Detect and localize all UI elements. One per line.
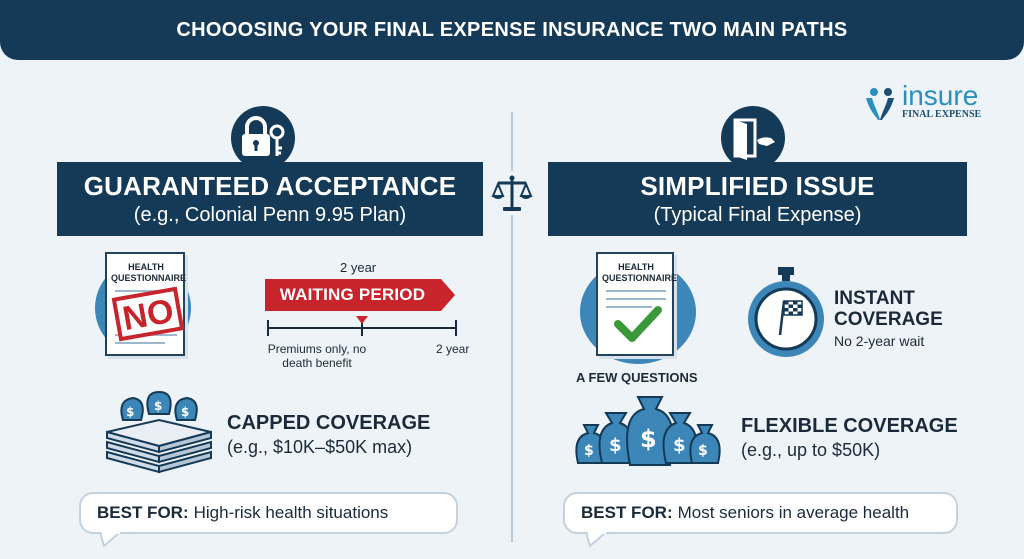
cash-stack-bags-icon: $ $ $ [106,390,212,474]
guaranteed-acceptance-header: GUARANTEED ACCEPTANCE (e.g., Colonial Pe… [57,162,483,236]
wait-period-duration: 2 year [340,260,377,275]
logo-wordmark: insure [902,80,979,111]
open-door-badge [721,106,785,170]
callout-tail [100,532,122,548]
capped-coverage-title: CAPPED COVERAGE [227,412,431,434]
instant-coverage-note: No 2-year wait [834,333,925,349]
svg-text:$: $ [673,435,686,456]
best-for-text: High-risk health situations [193,503,389,522]
right-title: SIMPLIFIED ISSUE [640,171,875,201]
waiting-period-timeline [267,316,457,336]
svg-text:$: $ [584,443,594,459]
svg-text:$: $ [698,443,708,459]
svg-text:$: $ [181,405,189,419]
questionnaire-title: HEALTH QUESTIONNAIRE [602,262,678,283]
questionnaire-title: HEALTH QUESTIONNAIRE [111,262,187,283]
page-title: CHOOOSING YOUR FINAL EXPENSE INSURANCE T… [176,18,848,41]
insure-logo: insure FINAL EXPENSE [862,80,1002,128]
page-title-banner: CHOOOSING YOUR FINAL EXPENSE INSURANCE T… [0,0,1024,60]
doc-line [606,306,652,308]
left-title: GUARANTEED ACCEPTANCE [83,171,457,201]
people-logo-icon [866,88,894,120]
money-bags-icon: $ $ $ $ $ [575,396,721,466]
timeline-end-label: 2 year [436,342,470,356]
questionnaire-caption: A FEW QUESTIONS [576,370,698,385]
svg-text:$: $ [640,425,657,453]
waiting-period-label: WAITING PERIOD [279,285,426,304]
right-health-questionnaire: HEALTH QUESTIONNAIRE [576,252,700,364]
right-best-for-callout: BEST FOR: Most seniors in average health [563,492,958,534]
callout-tail [586,532,608,548]
doc-line [606,298,666,300]
flexible-coverage-range: (e.g., up to $50K) [741,440,881,460]
best-for-label: BEST FOR: [581,503,673,522]
doc-line [606,290,666,292]
center-divider [511,112,513,542]
instant-title-line1: INSTANT [834,288,915,309]
left-subtitle: (e.g., Colonial Penn 9.95 Plan) [133,204,407,226]
instant-coverage-title: INSTANT COVERAGE [834,288,943,330]
open-door-hand-icon [733,118,775,160]
best-for-text: Most seniors in average health [677,503,910,522]
logo-subtitle: FINAL EXPENSE [902,109,982,120]
right-subtitle: (Typical Final Expense) [653,204,862,226]
waiting-period-banner [265,279,455,311]
doc-line [115,342,165,344]
balance-scale-icon [490,171,534,215]
padlock-key-icon [242,116,285,156]
timeline-start-label: Premiums only, no death benefit [267,342,367,370]
best-for-label: BEST FOR: [97,503,189,522]
stopwatch-flag-icon [748,267,824,357]
svg-text:$: $ [154,399,162,413]
capped-coverage-range: (e.g., $10K–$50K max) [227,437,413,457]
flexible-coverage-title: FLEXIBLE COVERAGE [741,415,958,437]
left-best-for-callout: BEST FOR: High-risk health situations [79,492,458,534]
left-health-questionnaire: HEALTH QUESTIONNAIRE NO [95,252,205,362]
svg-text:$: $ [126,405,134,419]
check-mark-icon [614,306,662,342]
simplified-issue-header: SIMPLIFIED ISSUE (Typical Final Expense) [548,162,967,236]
instant-title-line2: COVERAGE [834,309,943,330]
padlock-key-badge [231,106,295,170]
svg-text:$: $ [609,435,622,456]
